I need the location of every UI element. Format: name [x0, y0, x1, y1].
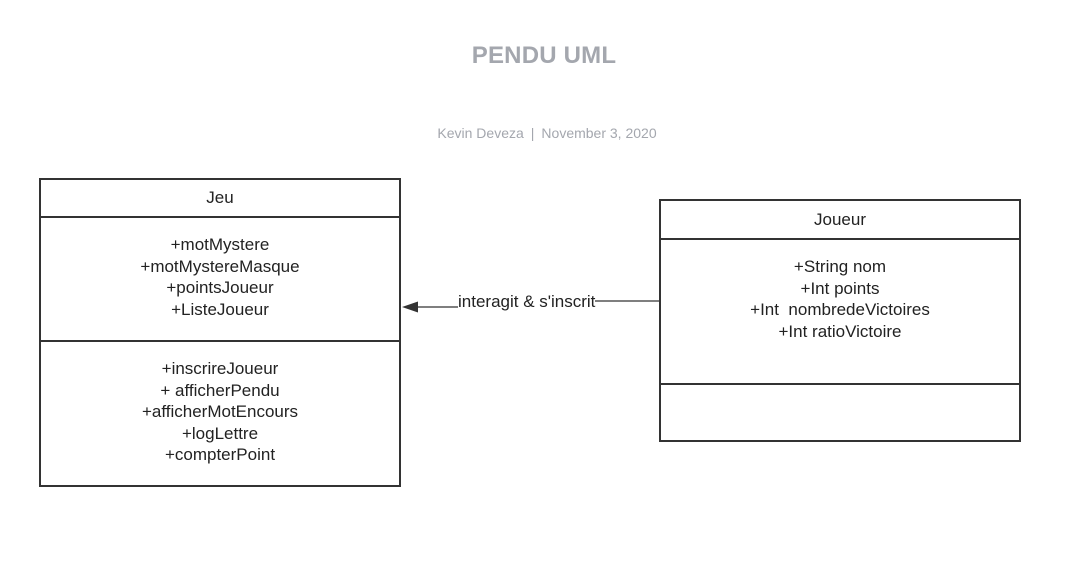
class-name-section: Jeu — [41, 180, 399, 216]
operations-section: +inscrireJoueur + afficherPendu +affiche… — [41, 340, 399, 485]
attribute: +pointsJoueur — [166, 278, 274, 297]
document-date: November 3, 2020 — [541, 125, 657, 141]
attribute: +ListeJoueur — [171, 299, 269, 319]
attribute: +motMystere — [170, 235, 270, 254]
class-name: Joueur — [814, 209, 866, 229]
attribute: +Int nombredeVictoires — [750, 300, 930, 319]
author-name: Kevin Deveza — [437, 125, 524, 141]
operation: +afficherMotEncours — [141, 402, 299, 421]
operation: + afficherPendu — [160, 380, 280, 400]
arrowhead-icon — [402, 301, 418, 313]
uml-class-jeu[interactable]: Jeu +motMystere +motMystereMasque +point… — [39, 178, 401, 487]
document-byline: Kevin Deveza | November 3, 2020 — [0, 125, 1070, 141]
operation: +inscrireJoueur — [161, 359, 279, 378]
attributes-section: +motMystere +motMystereMasque +pointsJou… — [41, 216, 399, 340]
uml-class-joueur[interactable]: Joueur +String nom +Int points +Int nomb… — [659, 199, 1021, 442]
operation: +compterPoint — [164, 445, 276, 464]
class-name-section: Joueur — [661, 201, 1019, 238]
attribute: +String nom — [793, 257, 887, 276]
attribute: +Int points — [800, 278, 880, 298]
attribute: +Int ratioVictoire — [778, 321, 902, 341]
association-label: interagit & s'inscrit — [458, 292, 596, 312]
operations-section — [661, 383, 1019, 440]
page-title: PENDU UML — [471, 42, 617, 69]
attribute: +motMystereMasque — [140, 256, 300, 276]
byline-separator: | — [530, 125, 535, 141]
attributes-section: +String nom +Int points +Int nombredeVic… — [661, 238, 1019, 383]
class-name: Jeu — [206, 188, 234, 207]
operation: +logLettre — [181, 423, 259, 443]
